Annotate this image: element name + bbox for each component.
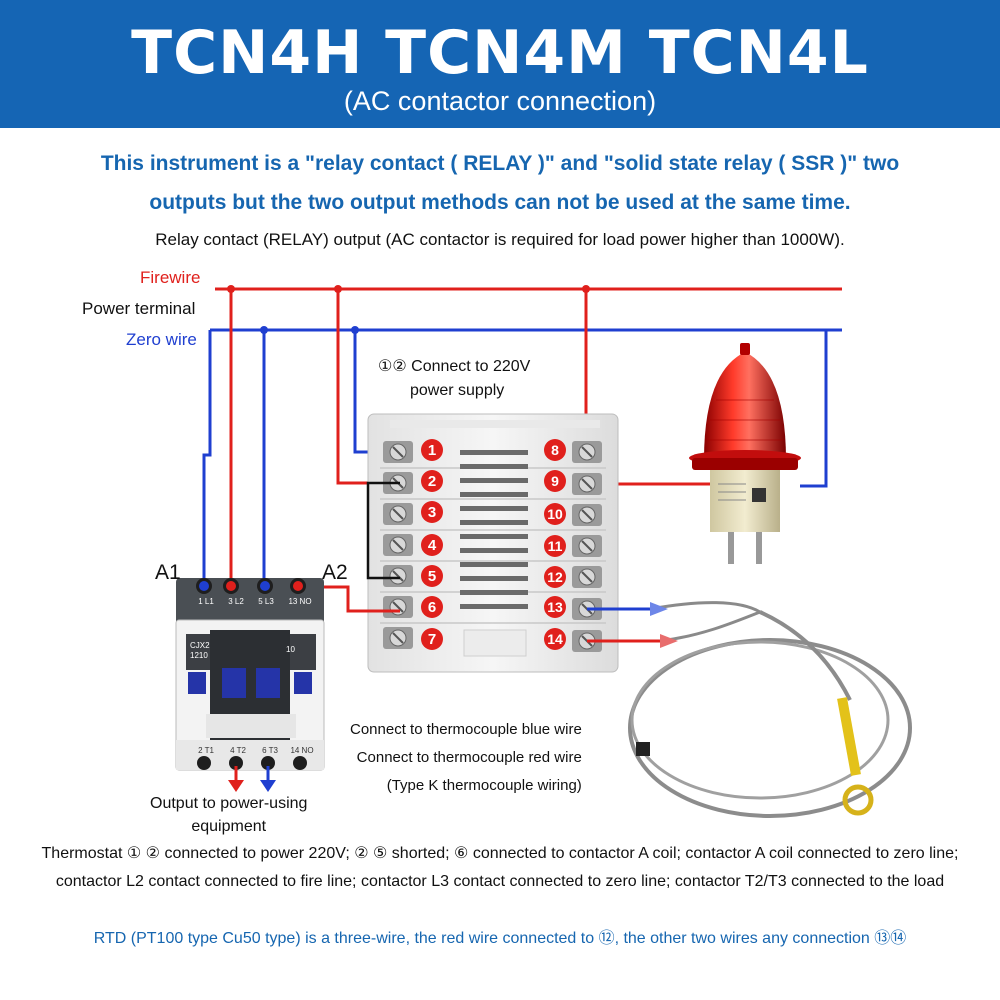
terminal-4-label: 4 xyxy=(428,537,437,554)
power-terminal-label: Power terminal xyxy=(82,299,196,318)
firewire-label: Firewire xyxy=(140,268,201,287)
terminal-5-label: 5 xyxy=(428,568,436,585)
terminal-2-label: 2 xyxy=(428,473,436,490)
terminal-label-L3: 5 L3 xyxy=(258,597,274,606)
terminal-9-label: 9 xyxy=(551,473,559,489)
terminal-label-NO: 13 NO xyxy=(288,597,311,606)
page-subtitle: (AC contactor connection) xyxy=(343,86,657,116)
page-title: TCN4H TCN4M TCN4L xyxy=(131,18,869,88)
zero-wire-to-A1 xyxy=(202,330,212,585)
thermocouple-notes: Connect to thermocouple blue wire Connec… xyxy=(350,716,582,800)
terminal-7-label: 7 xyxy=(428,631,436,648)
zero-wire-label: Zero wire xyxy=(126,330,197,349)
thermocouple-blue-note: Connect to thermocouple blue wire xyxy=(350,721,582,738)
lug-blue-icon xyxy=(650,602,668,616)
ac-contactor: 1 L1 3 L2 5 L3 13 NO CJX2 1210 10 2 T1 4… xyxy=(175,578,325,771)
terminal-label-T1: 2 T1 xyxy=(198,746,214,755)
terminal-8-label: 8 xyxy=(551,442,559,458)
terminal-label-T3: 6 T3 xyxy=(262,746,278,755)
contactor-rating: 10 xyxy=(286,645,295,654)
terminal-numbers-left: 1 2 3 4 5 6 7 xyxy=(421,439,443,650)
wire-terminal-6-to-A2 xyxy=(310,585,400,613)
connect-line-2: power supply xyxy=(410,382,505,399)
contactor-model-number: 1210 xyxy=(190,651,208,660)
output-line-1: Output to power-using xyxy=(150,795,308,812)
terminal-label-L2: 3 L2 xyxy=(228,597,244,606)
terminal-3-label: 3 xyxy=(428,504,436,521)
thermocouple-probe-icon xyxy=(628,601,912,818)
connect-line-1: ①② Connect to 220V xyxy=(378,358,531,375)
terminal-13-label: 13 xyxy=(547,599,563,615)
intro-line-1: This instrument is a "relay contact ( RE… xyxy=(100,152,900,175)
terminal-10-label: 10 xyxy=(547,506,563,522)
output-line-2: equipment xyxy=(191,818,267,835)
jumper-2-5 xyxy=(366,481,400,580)
warning-lamp-icon xyxy=(689,343,801,564)
arrow-down-red-icon xyxy=(228,780,244,792)
lug-red-icon xyxy=(660,634,678,648)
coil-label-A2: A2 xyxy=(322,561,348,584)
terminal-numbers-right: 8 9 10 11 12 13 14 xyxy=(544,439,566,650)
terminal-6-label: 6 xyxy=(428,599,436,616)
terminal-label-L1: 1 L1 xyxy=(198,597,214,606)
zero-wire-to-lamp xyxy=(800,330,828,488)
connect-power-note: ①② Connect to 220V power supply xyxy=(378,355,530,403)
thermocouple-type-note: (Type K thermocouple wiring) xyxy=(386,777,582,794)
intro-line-2: outputs but the two output methods can n… xyxy=(149,191,851,214)
terminal-1-label: 1 xyxy=(428,442,436,459)
contactor-model: CJX2 xyxy=(190,641,210,650)
coil-label-A1: A1 xyxy=(155,561,181,584)
terminal-14-label: 14 xyxy=(547,631,563,647)
terminal-screws-left xyxy=(383,441,413,649)
terminal-12-label: 12 xyxy=(547,569,563,585)
intro-line-3: Relay contact (RELAY) output (AC contact… xyxy=(155,230,845,249)
arrow-down-blue-icon xyxy=(260,780,276,792)
output-note: Output to power-using equipment xyxy=(150,792,307,838)
terminal-label-NO-bottom: 14 NO xyxy=(290,746,313,755)
terminal-label-T2: 4 T2 xyxy=(230,746,246,755)
footer-rtd-note: RTD (PT100 type Cu50 type) is a three-wi… xyxy=(93,930,907,947)
header-banner: TCN4H TCN4M TCN4L (AC contactor connecti… xyxy=(0,0,1000,128)
thermocouple-red-note: Connect to thermocouple red wire xyxy=(356,749,582,766)
footer-note: Thermostat ① ② connected to power 220V; … xyxy=(41,845,959,890)
terminal-11-label: 11 xyxy=(548,538,563,554)
